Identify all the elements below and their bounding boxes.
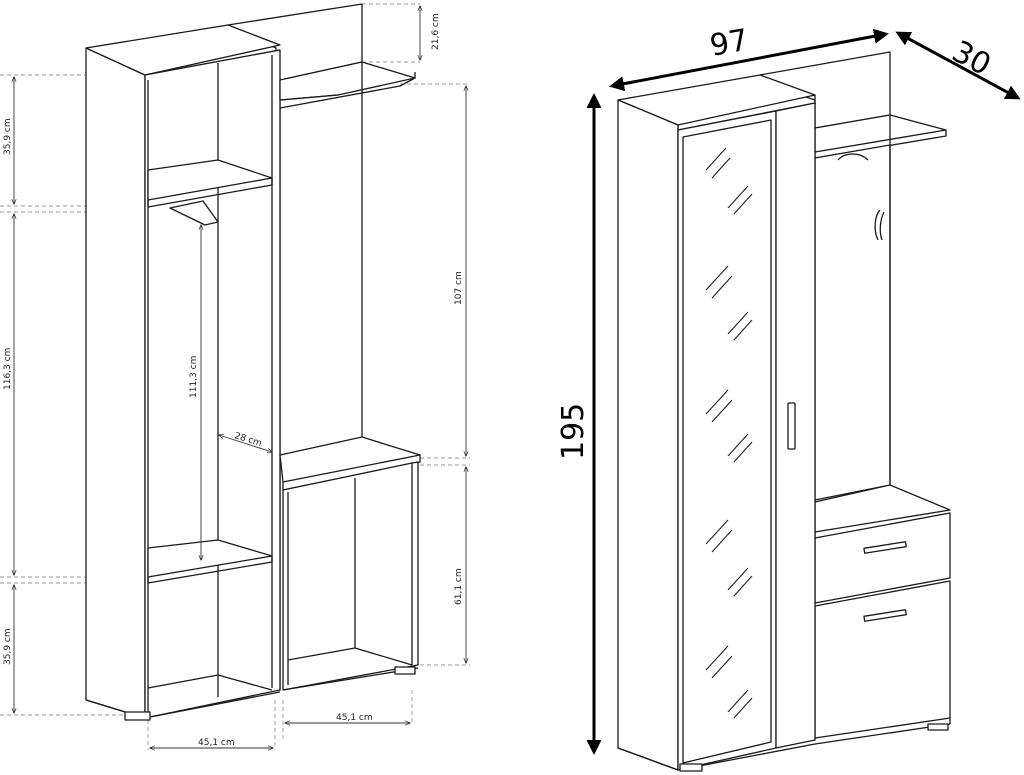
dim-base-height-label: 61,1 cm [454,568,464,605]
dim-left-width-label: 45,1 cm [198,738,235,748]
dim-open-section-height-label: 107 cm [454,271,464,305]
dim-top-shelf-height-label: 21,6 cm [431,13,441,50]
mirror-reflection-marks [705,147,753,719]
left-wardrobe-drawing: 35,9 cm 116,3 cm 35,9 cm 111,3 cm 28 cm … [0,3,470,750]
dim-right-width-label: 45,1 cm [336,713,373,723]
dim-depth-label: 30 [946,34,996,83]
dim-bottom-section-label: 35,9 cm [3,628,13,665]
dim-hanging-section-label: 116,3 cm [3,348,13,390]
dim-width-label: 97 [707,23,751,64]
dim-top-section-label: 35,9 cm [3,118,13,155]
dim-height-label: 195 [556,403,591,460]
right-wardrobe-drawing: 97 30 195 [556,23,1021,772]
dim-rail-height-label: 111,3 cm [189,356,199,398]
